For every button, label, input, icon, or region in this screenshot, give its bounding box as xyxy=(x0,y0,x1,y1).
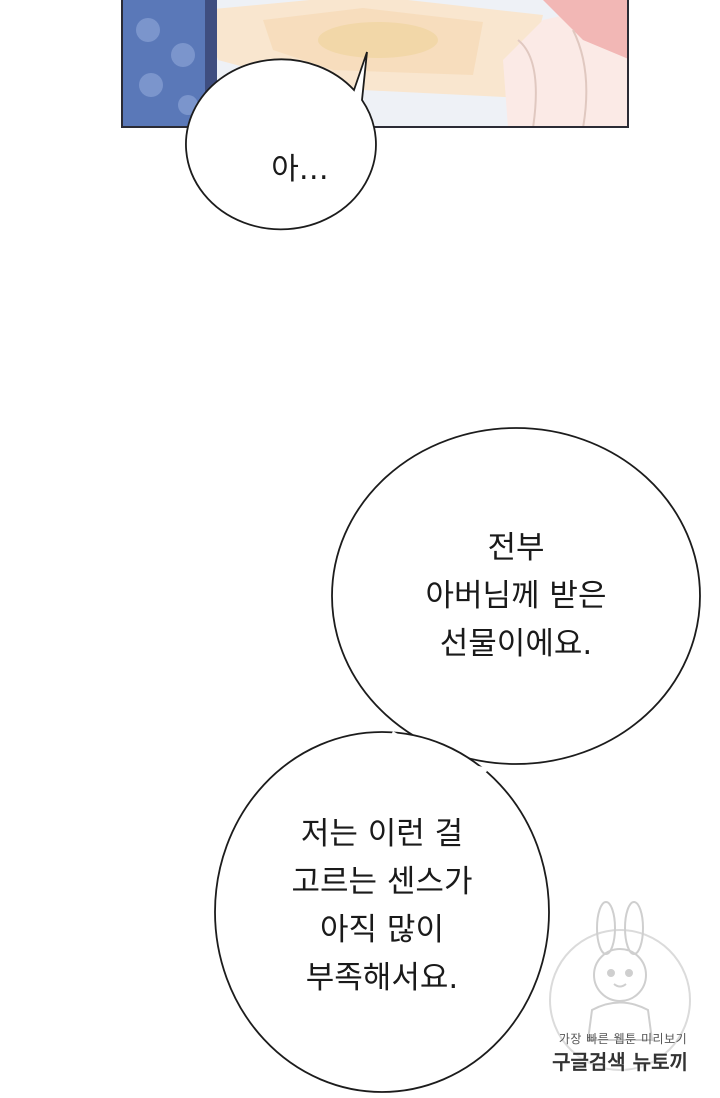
bubble-1-text: 아… xyxy=(271,152,329,187)
bubble-3-text: 저는 이런 걸 고르는 센스가 아직 많이 부족해서요. xyxy=(291,816,473,996)
watermark-title: 구글검색 뉴토끼 xyxy=(552,1050,688,1074)
speech-bubble-1 xyxy=(185,51,377,231)
panel-artwork xyxy=(123,0,627,126)
rabbit-mascot-icon xyxy=(549,901,691,1071)
watermark-caption: 가장 빠른 웹툰 미리보기 xyxy=(558,1032,688,1046)
speech-bubble-2 xyxy=(331,427,701,765)
comic-panel-illustration xyxy=(121,0,629,128)
speech-bubble-3 xyxy=(214,731,550,1093)
bubble-2-text: 전부 아버님께 받은 선물이에요. xyxy=(425,530,607,662)
